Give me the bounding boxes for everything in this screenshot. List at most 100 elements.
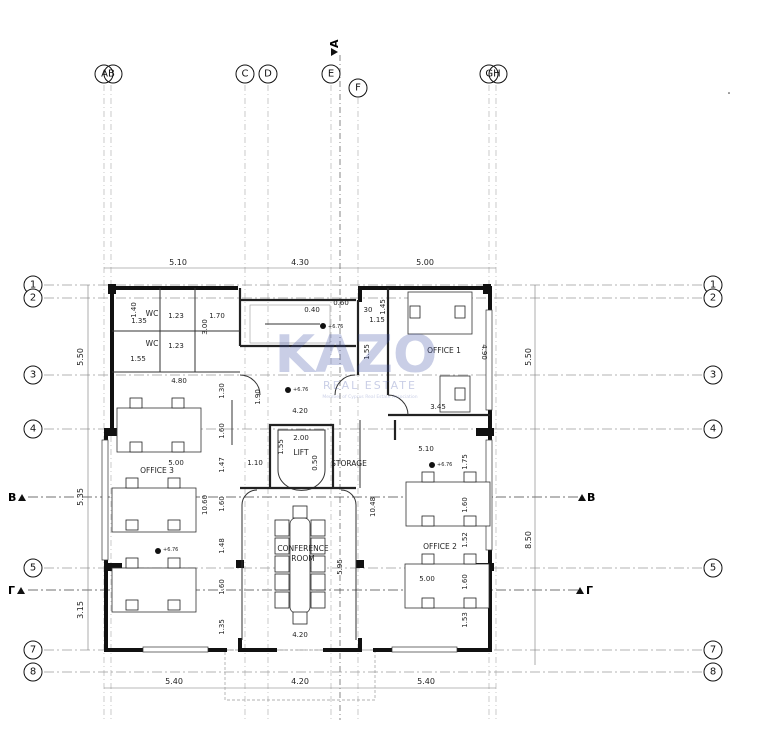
row-label-7: 7 xyxy=(30,645,36,656)
row-label-3: 3 xyxy=(30,370,36,381)
room-label-storage: STORAGE xyxy=(331,459,367,468)
section-arrow-icon xyxy=(17,587,25,594)
dim-label: 5.00 xyxy=(419,575,435,583)
grid-label-e: E xyxy=(328,69,334,80)
dim-label: 1.52 xyxy=(461,532,469,548)
dim-right: 5.50 xyxy=(524,348,533,366)
dim-left: 3.15 xyxy=(76,601,85,619)
balcony-outline xyxy=(224,649,376,701)
section-marks: B B Γ Γ A xyxy=(8,39,595,597)
dim-label: 5.00 xyxy=(168,459,184,467)
grid-label-gh: GH xyxy=(485,69,500,80)
dim-label: 4.90 xyxy=(480,344,488,360)
watermark-note: Member of Cyprus Real Estate Association xyxy=(322,394,417,400)
dim-label: 1.60 xyxy=(461,497,469,513)
dim-label: 1.60 xyxy=(218,579,226,595)
row-grid-labels: 1 2 3 4 5 7 8 1 2 3 4 5 7 8 xyxy=(23,275,723,682)
elevation-label: +6.76 xyxy=(328,324,343,330)
dim-label: 1.75 xyxy=(461,454,469,470)
row-label-8: 8 xyxy=(30,667,36,678)
dim-label: 1.55 xyxy=(130,355,146,363)
room-label-wc: WC xyxy=(146,339,159,348)
dim-label: 1.45 xyxy=(379,299,387,315)
row-label-1: 1 xyxy=(710,280,716,291)
column-grid-labels: AB C D E F GH xyxy=(94,64,508,98)
room-label-lift: LIFT xyxy=(293,448,309,457)
elevation-label: +6.76 xyxy=(163,547,178,553)
grid-label-f: F xyxy=(355,83,361,94)
dim-label: 4.80 xyxy=(171,377,187,385)
dim-right: 8.50 xyxy=(524,531,533,549)
row-label-8: 8 xyxy=(710,667,716,678)
section-mark-g-left: Γ xyxy=(8,584,15,597)
dim-label: 1.60 xyxy=(218,496,226,512)
room-label-wc: WC xyxy=(146,309,159,318)
dim-top: 4.30 xyxy=(291,258,309,267)
dim-label: 1.60 xyxy=(218,423,226,439)
section-arrow-icon xyxy=(18,494,26,501)
dim-label: 2.00 xyxy=(293,434,309,442)
watermark-subtitle: REAL ESTATE xyxy=(323,379,417,392)
dim-label: 1.23 xyxy=(168,342,184,350)
dim-label: 3.45 xyxy=(430,403,446,411)
section-mark-a: A xyxy=(328,39,341,48)
dim-top: 5.00 xyxy=(416,258,434,267)
dim-label: 1.60 xyxy=(461,574,469,590)
dim-label: 10.48 xyxy=(369,497,377,517)
row-label-5: 5 xyxy=(30,563,36,574)
section-mark-b-right: B xyxy=(587,491,595,504)
dim-left: 5.50 xyxy=(76,348,85,366)
dim-top: 5.10 xyxy=(169,258,187,267)
room-label-conference: CONFERENCE xyxy=(277,544,329,553)
dim-label: 5.10 xyxy=(418,445,434,453)
interior-dimensions: 1.40 1.35 1.23 1.70 3.00 1.23 1.55 4.80 … xyxy=(130,299,488,639)
elevation-markers: +6.76 +6.76 +6.76 +6.76 xyxy=(155,323,452,554)
level-marker-icon xyxy=(285,387,291,393)
dim-label: 1.23 xyxy=(168,312,184,320)
dim-label: 1.35 xyxy=(131,317,147,325)
outer-dimensions: 5.10 4.30 5.00 5.40 4.20 5.40 5.50 5.35 … xyxy=(76,258,536,689)
row-label-4: 4 xyxy=(30,424,36,435)
room-label-office-2: OFFICE 2 xyxy=(423,542,457,551)
dim-label: 10.60 xyxy=(201,495,209,515)
furniture xyxy=(111,291,491,625)
row-label-7: 7 xyxy=(710,645,716,656)
dim-label: 0.50 xyxy=(311,455,319,471)
room-label-office-3: OFFICE 3 xyxy=(140,466,174,475)
dim-label: 4.20 xyxy=(292,631,308,639)
room-label-office-1: OFFICE 1 xyxy=(427,346,461,355)
dim-label: 1.55 xyxy=(363,344,371,360)
elevation-label: +6.76 xyxy=(437,462,452,468)
grid-label-c: C xyxy=(242,69,249,80)
level-marker-icon xyxy=(429,462,435,468)
grid-label-d: D xyxy=(264,69,272,80)
dim-label: 4.20 xyxy=(292,407,308,415)
grid-label-ab: AB xyxy=(101,69,115,80)
dim-label: 0.40 xyxy=(304,306,320,314)
dim-label: 1.15 xyxy=(369,316,385,324)
row-label-2: 2 xyxy=(30,293,36,304)
section-arrow-icon xyxy=(331,48,338,56)
dim-label: 1.55 xyxy=(277,439,285,455)
dim-label: 0.60 xyxy=(333,299,349,307)
dim-label: 1.10 xyxy=(247,459,263,467)
watermark-brand: KAZO xyxy=(275,325,437,385)
dim-label: 1.30 xyxy=(218,383,226,399)
dim-bottom: 5.40 xyxy=(417,677,435,686)
dim-label: 1.35 xyxy=(218,619,226,635)
dim-label: 1.53 xyxy=(461,612,469,628)
dim-label: 1.47 xyxy=(218,457,226,473)
dim-label: 1.70 xyxy=(209,312,225,320)
section-mark-b-left: B xyxy=(8,491,16,504)
dim-label: 30 xyxy=(364,306,373,314)
row-label-4: 4 xyxy=(710,424,716,435)
row-labels-left: 1 2 3 4 5 7 8 xyxy=(23,275,43,682)
room-labels: WC WC OFFICE 1 OFFICE 3 LIFT STORAGE CON… xyxy=(140,309,461,563)
dim-left: 5.35 xyxy=(76,488,85,506)
dim-label: 1.48 xyxy=(218,538,226,554)
dim-bottom: 4.20 xyxy=(291,677,309,686)
walls xyxy=(101,284,494,653)
elevation-label: +6.76 xyxy=(293,387,308,393)
section-arrow-icon xyxy=(576,587,584,594)
